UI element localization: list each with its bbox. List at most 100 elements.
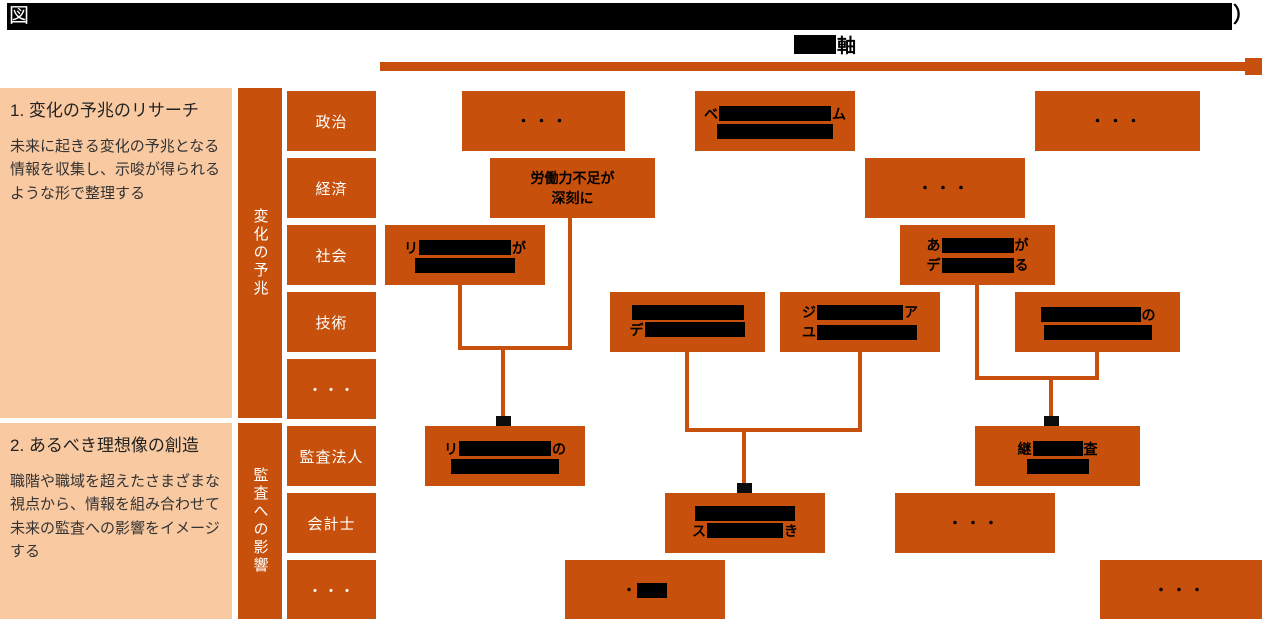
step1-panel: 1. 変化の予兆のリサーチ 未来に起きる変化の予兆となる情報を収集し、示唆が得ら…: [0, 88, 232, 418]
diagram-box: ・・・: [462, 91, 625, 151]
box-text-fragment: ・・・: [1090, 113, 1145, 129]
diagram-box: ・: [565, 560, 725, 619]
step2-heading: 2. あるべき理想像の創造: [10, 436, 199, 455]
figure-title-prefix: 図: [9, 5, 29, 27]
box-text-fragment: デ: [629, 321, 644, 338]
box-text-fragment: ・: [622, 582, 636, 598]
step1-side-label: 変化の予兆: [251, 208, 269, 298]
redaction-bar: [719, 106, 831, 121]
box-text-fragment: ベ: [704, 105, 718, 122]
box-text-fragment: が: [1014, 237, 1029, 253]
step2-side-label: 監査への影響: [251, 467, 269, 575]
row-label: ・・・: [287, 560, 376, 619]
box-text-fragment: 継: [1017, 440, 1032, 457]
box-text-fragment: ・・・: [1154, 582, 1208, 598]
step2-body: 職階や職域を超えたさまざまな視点から、情報を組み合わせて未来の監査への影響をイメ…: [10, 473, 221, 560]
box-text-fragment: ユ: [802, 324, 816, 340]
diagram-box: ・・・: [865, 158, 1025, 218]
redaction-bar: [419, 240, 511, 255]
redaction-bar: [941, 237, 1014, 253]
box-text-fragment: デ: [926, 257, 941, 273]
redaction-bar: [941, 257, 1014, 273]
time-axis-arrowhead-icon: [1245, 58, 1262, 75]
connector-line: [858, 352, 862, 432]
box-text-fragment: ス: [692, 522, 706, 539]
box-text-fragment: あ: [926, 237, 941, 253]
box-text-fragment: ジ: [802, 304, 816, 320]
connector-line: [1049, 380, 1053, 417]
redaction-bar: [817, 304, 903, 320]
row-label: ・・・: [287, 359, 376, 419]
box-text-fragment: ム: [832, 105, 846, 122]
diagram-box: ジ アユ: [780, 292, 940, 352]
redaction-bar: [637, 582, 667, 598]
redaction-bar: [459, 441, 551, 456]
diagram-box: ・・・: [1035, 91, 1200, 151]
box-text-fragment: 査: [1083, 440, 1098, 457]
diagram-box: あ がデ る: [900, 225, 1055, 285]
time-axis-label-fragment: 軸: [837, 35, 857, 57]
connector-line: [1095, 352, 1099, 380]
step1-body: 未来に起きる変化の予兆となる情報を収集し、示唆が得られるような形で整理する: [10, 138, 221, 202]
diagram-box: デ: [610, 292, 765, 352]
redaction-bar: [707, 523, 783, 538]
redaction-bar: [1032, 441, 1083, 456]
diagram-box: リが: [385, 225, 545, 285]
box-text-fragment: リ: [404, 239, 418, 256]
box-text-fragment: 深刻に: [551, 190, 594, 206]
step2-panel: 2. あるべき理想像の創造 職階や職域を超えたさまざまな視点から、情報を組み合わ…: [0, 423, 232, 619]
row-label: 政治: [287, 91, 376, 151]
step1-side-bar: 変化の予兆: [238, 88, 282, 418]
connector-line: [458, 346, 572, 350]
redaction-bar: [631, 304, 744, 320]
row-label: 技術: [287, 292, 376, 352]
connector-line: [685, 352, 689, 432]
connector-line: [975, 285, 979, 380]
row-label: 社会: [287, 225, 376, 285]
box-text-fragment: の: [1141, 306, 1156, 323]
redaction-bar: [1043, 324, 1152, 340]
down-arrowhead-icon: [1044, 416, 1059, 426]
box-text-fragment: リ: [444, 440, 458, 457]
redaction-bar: [817, 324, 917, 340]
connector-line: [568, 218, 572, 350]
down-arrowhead-icon: [737, 483, 752, 493]
connector-line: [458, 285, 462, 350]
redaction-bar: [695, 505, 795, 521]
box-text-fragment: る: [1014, 257, 1029, 273]
diagram-box: ・・・: [895, 493, 1055, 553]
redaction-bar: [644, 322, 745, 337]
box-text-fragment: 労働力不足が: [530, 170, 615, 186]
box-text-fragment: ・・・: [948, 515, 1002, 531]
row-label: 会計士: [287, 493, 376, 553]
down-arrowhead-icon: [496, 416, 511, 426]
time-axis-label-redaction: [794, 34, 836, 54]
figure-title-suffix: ）: [1233, 4, 1254, 27]
diagram-box: 労働力不足が深刻に: [490, 158, 655, 218]
box-text-fragment: ・・・: [918, 180, 972, 196]
row-label: 監査法人: [287, 426, 376, 486]
step2-side-bar: 監査への影響: [238, 423, 282, 619]
redaction-bar: [1026, 458, 1089, 474]
redaction-bar: [415, 257, 515, 273]
box-text-fragment: の: [552, 440, 566, 457]
diagram-box: 継査: [975, 426, 1140, 486]
diagram-box: スき: [665, 493, 825, 553]
redaction-bar: [717, 123, 833, 139]
diagram-box: ベム: [695, 91, 855, 151]
redaction-bar: [451, 458, 559, 474]
redaction-bar: [1040, 307, 1141, 322]
figure-title-redacted-bar: 図: [7, 3, 1232, 30]
step1-heading: 1. 変化の予兆のリサーチ: [10, 101, 199, 120]
diagram-box: の: [1015, 292, 1180, 352]
box-text-fragment: が: [512, 239, 526, 256]
connector-line: [685, 428, 862, 432]
row-label: 経済: [287, 158, 376, 218]
time-axis-line: [380, 62, 1248, 71]
box-text-fragment: ・・・: [516, 113, 571, 129]
connector-line: [501, 350, 505, 417]
time-axis-label: 軸: [793, 33, 857, 57]
box-text-fragment: ア: [904, 304, 918, 320]
connector-line: [975, 376, 1099, 380]
